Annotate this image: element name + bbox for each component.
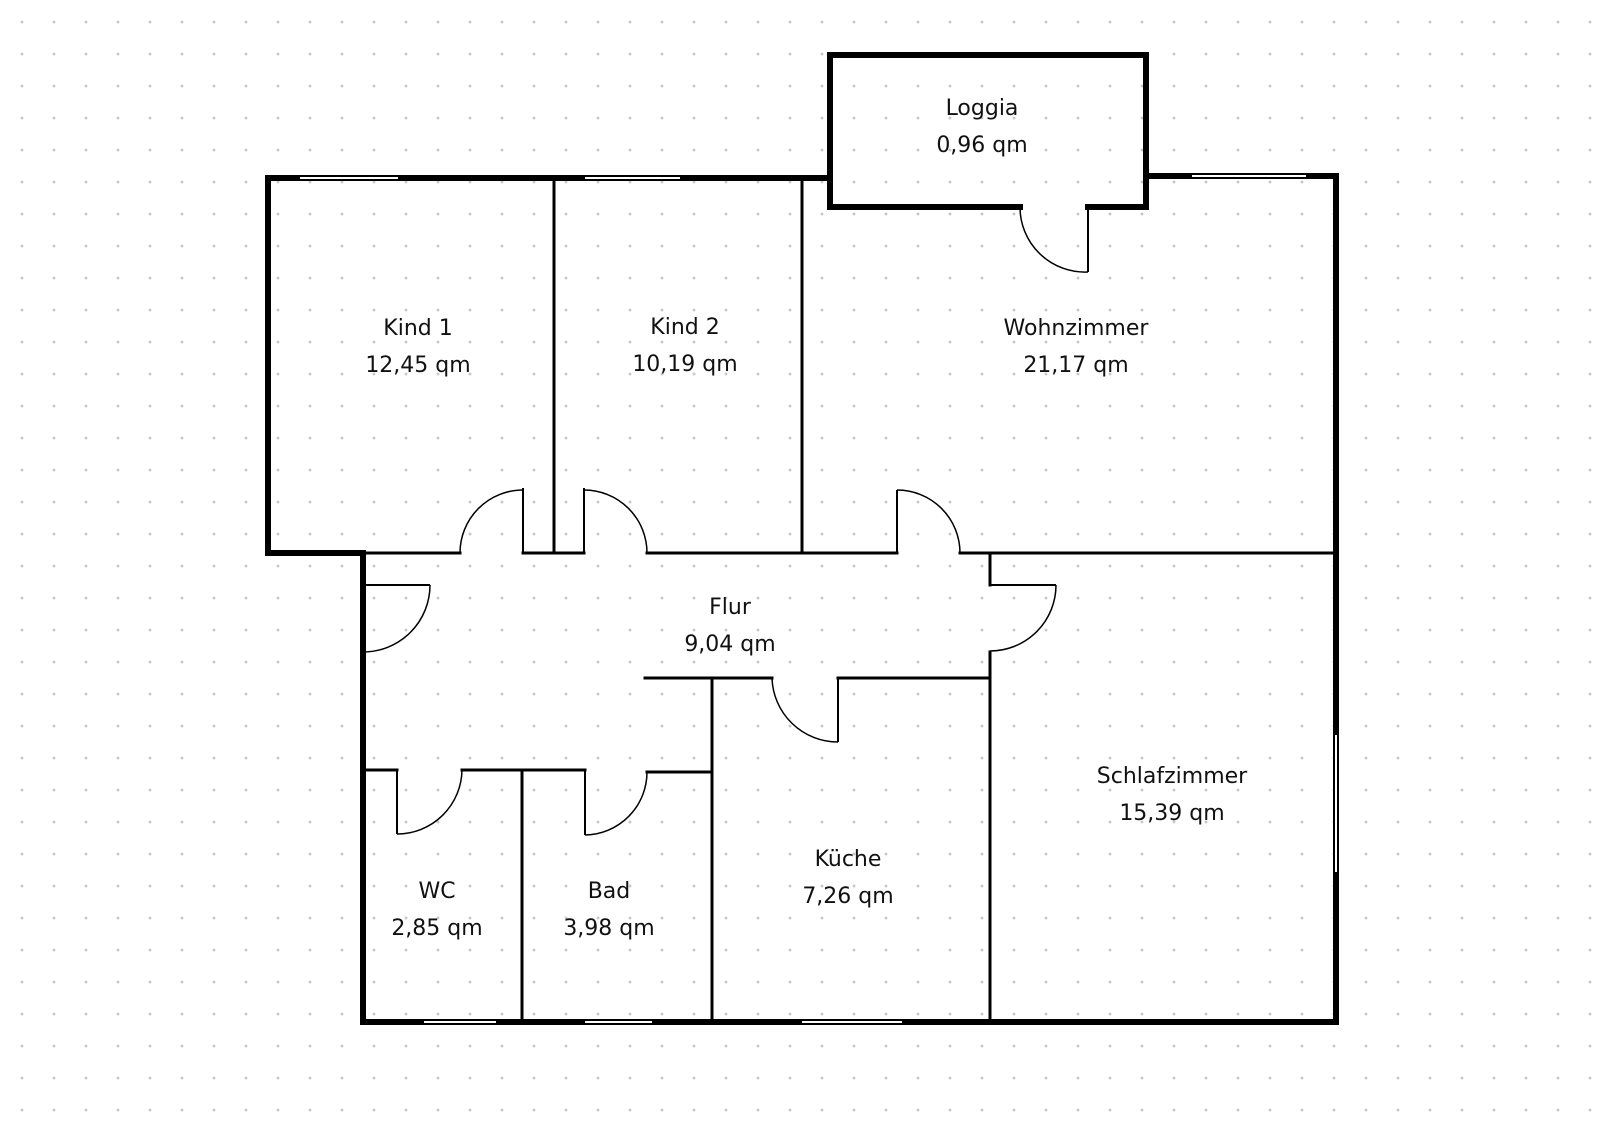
room-area-kind2: 10,19 qm [632,352,737,377]
room-name-loggia: Loggia [946,96,1019,121]
door[interactable] [459,488,524,554]
room-name-bad: Bad [588,879,631,904]
door[interactable] [360,550,431,653]
door[interactable] [584,770,648,836]
door[interactable] [583,488,648,554]
room-area-wc: 2,85 qm [391,916,482,941]
room-area-bad: 3,98 qm [563,916,654,941]
room-area-kueche: 7,26 qm [802,884,893,909]
room-name-kind1: Kind 1 [383,316,452,341]
outer-walls [265,52,1339,1025]
room-area-wohnzimmer: 21,17 qm [1023,353,1128,378]
windows [300,175,1337,1023]
room-name-kueche: Küche [815,847,882,872]
loggia-wall-left [827,175,1023,210]
door[interactable] [396,769,463,835]
door[interactable] [771,677,839,743]
room-name-wohnzimmer: Wohnzimmer [1004,316,1150,341]
room-name-flur: Flur [709,595,752,620]
outer-wall [265,173,1339,1025]
doors [360,206,1089,836]
room-name-wc: WC [418,879,455,904]
door[interactable] [1019,206,1089,273]
room-labels: Loggia 0,96 qm Kind 1 12,45 qm Kind 2 10… [365,96,1248,941]
room-area-kind1: 12,45 qm [365,353,470,378]
room-name-schlafzimmer: Schlafzimmer [1097,764,1248,789]
room-name-kind2: Kind 2 [650,315,719,340]
loggia-wall [827,52,1149,210]
room-area-flur: 9,04 qm [684,632,775,657]
room-area-schlafzimmer: 15,39 qm [1119,801,1224,826]
door[interactable] [896,489,961,554]
room-area-loggia: 0,96 qm [936,133,1027,158]
door[interactable] [989,584,1057,652]
